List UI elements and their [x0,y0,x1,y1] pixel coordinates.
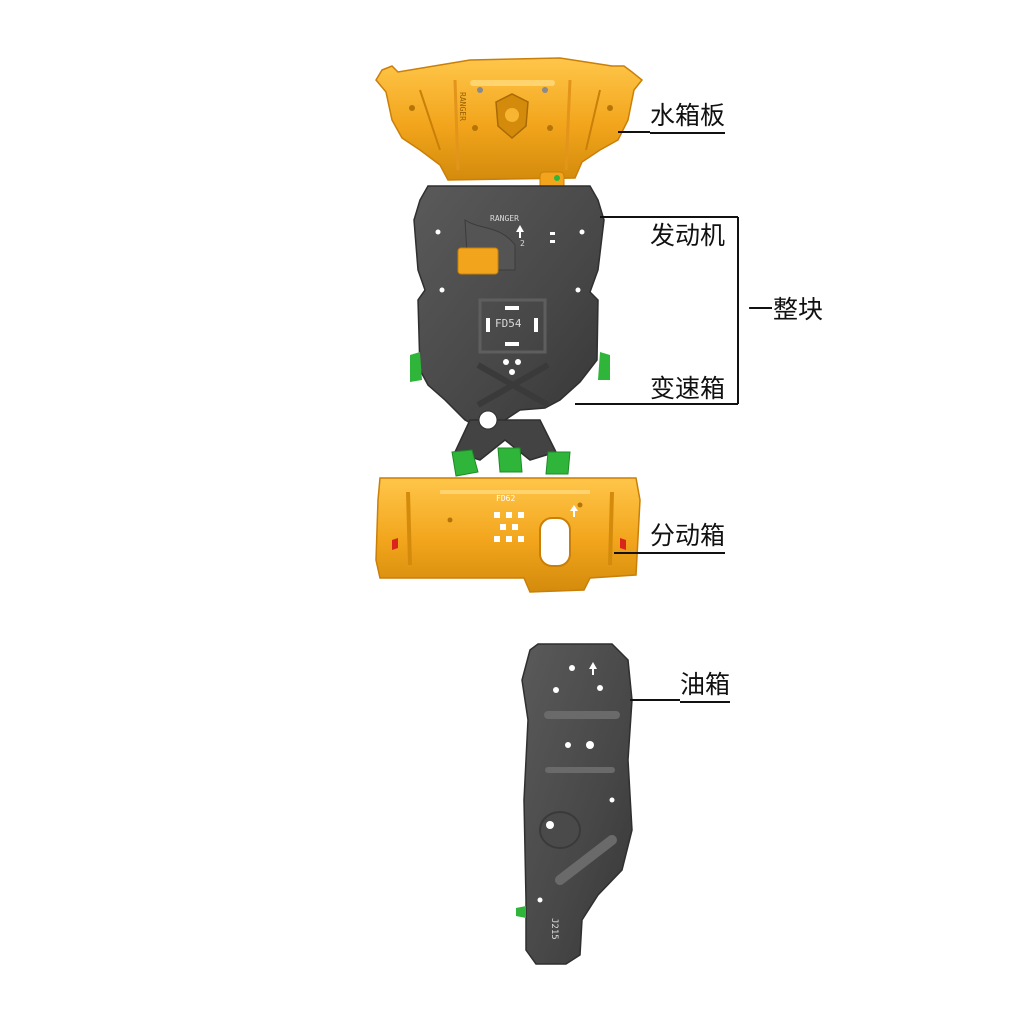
bracket-left [410,352,422,382]
engine-number-marking: 2 [520,239,525,248]
transfer-brackets [451,447,571,477]
red-marker-right [620,538,626,550]
transfer-code-marking: FD62 [496,494,515,503]
arrow-up-icon [589,662,597,675]
transfer-case-plate: FD62 [375,477,641,593]
engine-code-marking: FD54 [495,317,522,330]
label-radiator: 水箱板 [650,103,726,134]
ranger-marking: RANGER [490,214,519,223]
arrow-up-icon [516,225,524,238]
engine-gearbox-plate: RANGER 2 FD54 [410,185,610,461]
bracket-fuel [516,906,526,918]
label-gearbox: 变速箱 [650,374,726,403]
radiator-plate: RANGER [375,57,644,195]
label-engine: 发动机 [650,221,726,250]
label-transfer-case: 分动箱 [650,523,726,554]
arrow-up-icon [570,505,578,517]
red-marker-left [392,538,398,550]
label-fuel-tank: 油箱 [680,672,731,703]
fuel-tank-plate: J215 [516,643,633,965]
label-one-piece: 一整块 [748,295,824,324]
ranger-vertical-marking: RANGER [458,92,467,121]
fuel-code-marking: J215 [549,918,559,940]
bracket-right [598,352,610,380]
leader-lines [575,131,739,701]
